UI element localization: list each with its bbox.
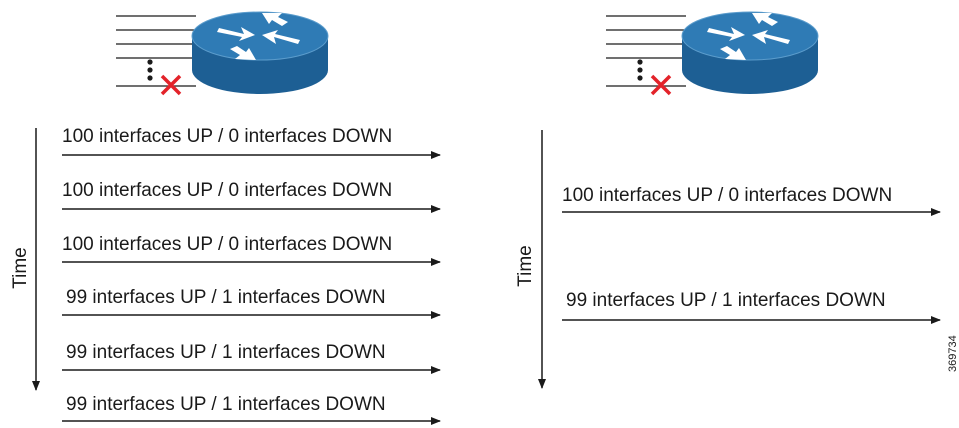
router-icon [605,11,819,95]
message-label: 100 interfaces UP / 0 interfaces DOWN [62,126,392,147]
message-label: 99 interfaces UP / 1 interfaces DOWN [566,290,886,311]
message-label: 99 interfaces UP / 1 interfaces DOWN [66,394,386,415]
panel-right: Time 100 interfaces UP / 0 interfaces DO… [515,130,941,389]
message-label: 100 interfaces UP / 0 interfaces DOWN [62,180,392,201]
message-label: 100 interfaces UP / 0 interfaces DOWN [562,185,892,206]
time-axis-label: Time [515,245,536,287]
figure-id: 369734 [947,335,959,372]
red-x-icon [160,74,182,96]
message-label: 99 interfaces UP / 1 interfaces DOWN [66,342,386,363]
router-icon [115,11,329,95]
panel-left: Time 100 interfaces UP / 0 interfaces DO… [10,126,441,425]
router-assembly-left [115,11,329,96]
router-assembly-right [605,11,819,96]
message-label: 99 interfaces UP / 1 interfaces DOWN [66,287,386,308]
message-label: 100 interfaces UP / 0 interfaces DOWN [62,234,392,255]
time-axis-label: Time [10,247,31,289]
red-x-icon [650,74,672,96]
